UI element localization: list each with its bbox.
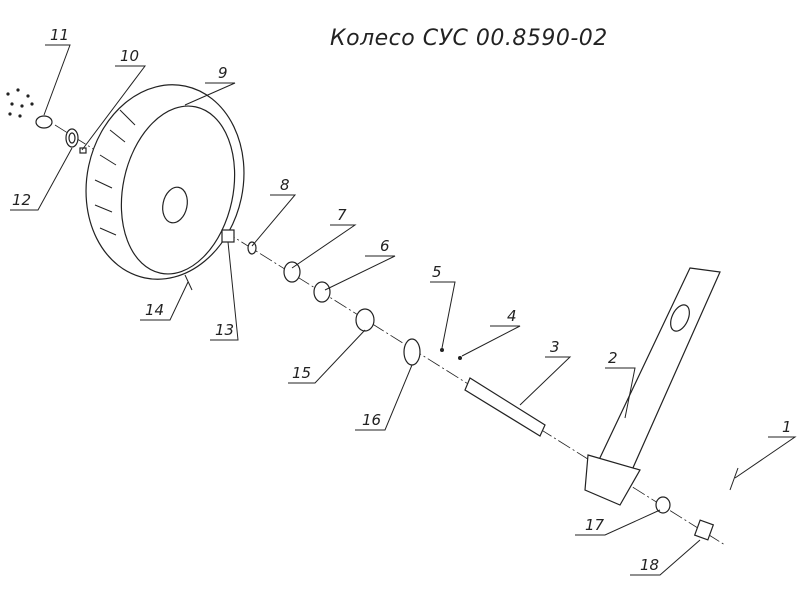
callout-9: 9 bbox=[218, 64, 228, 82]
part-16-washer bbox=[403, 338, 421, 366]
callout-3: 3 bbox=[550, 338, 560, 356]
part-13-nut bbox=[221, 229, 235, 243]
part-9-wheel bbox=[85, 84, 245, 280]
callout-1: 1 bbox=[782, 418, 792, 436]
callout-12: 12 bbox=[12, 191, 31, 209]
part-6-bearing bbox=[313, 281, 331, 303]
callout-14: 14 bbox=[145, 301, 164, 319]
part-17-washer bbox=[655, 496, 671, 514]
callout-17: 17 bbox=[585, 516, 605, 534]
callout-2: 2 bbox=[608, 349, 618, 367]
part-5-grease-fitting bbox=[440, 348, 444, 352]
part-3-axle bbox=[464, 377, 546, 437]
callout-16: 16 bbox=[362, 411, 381, 429]
part-11-screws bbox=[6, 88, 34, 118]
callout-leaders bbox=[10, 44, 797, 576]
callout-15: 15 bbox=[292, 364, 311, 382]
part-18-nut bbox=[693, 519, 715, 541]
part-11-cap bbox=[35, 115, 53, 129]
part-12-ring-inner bbox=[68, 132, 76, 144]
part-7-bearing bbox=[283, 261, 301, 283]
part-4-ball bbox=[458, 356, 462, 360]
part-8-washer bbox=[247, 241, 257, 255]
callout-10: 10 bbox=[120, 47, 139, 65]
callout-8: 8 bbox=[280, 176, 290, 194]
drawing-title: Колесо СУС 00.8590-02 bbox=[330, 26, 608, 51]
callout-4: 4 bbox=[507, 307, 517, 325]
callout-6: 6 bbox=[380, 237, 390, 255]
callout-7: 7 bbox=[337, 206, 347, 224]
callout-5: 5 bbox=[432, 263, 442, 281]
part-14-pin bbox=[184, 274, 193, 291]
callout-11: 11 bbox=[50, 26, 69, 44]
part-2-fork-arm bbox=[584, 267, 721, 506]
callout-13: 13 bbox=[215, 321, 234, 339]
part-15-seal bbox=[355, 308, 375, 332]
callout-18: 18 bbox=[640, 556, 659, 574]
part-1-pin bbox=[729, 467, 739, 491]
